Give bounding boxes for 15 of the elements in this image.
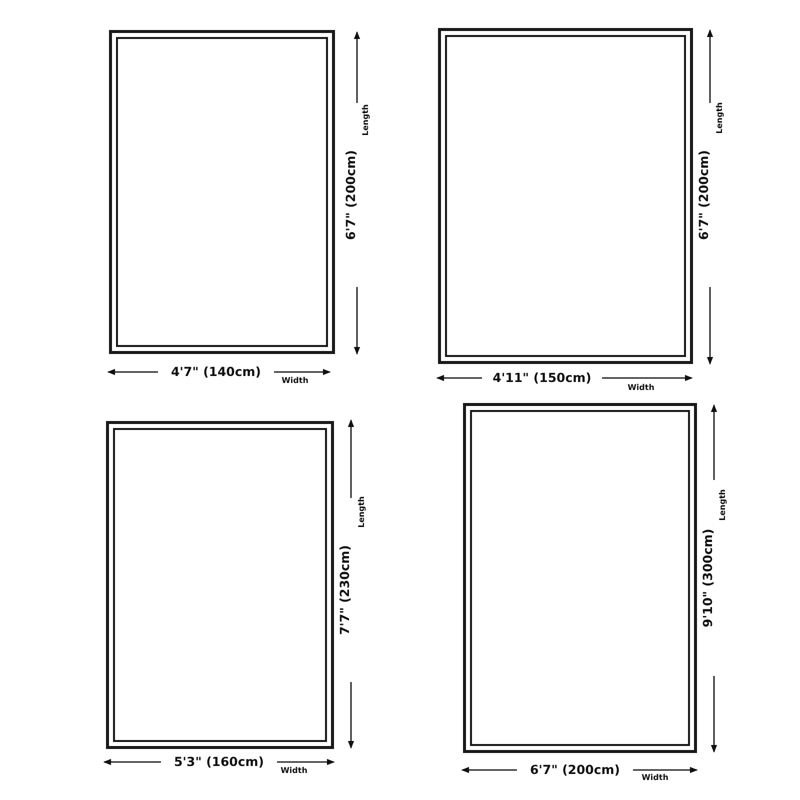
- dimension-text: 7'7" (230cm): [338, 544, 352, 636]
- rug-outline: [109, 30, 335, 354]
- dimension-label: Width: [280, 767, 308, 775]
- dimension-label: Width: [282, 377, 308, 385]
- dimension-label: Width: [642, 774, 668, 782]
- dimension-text: 6'7" (200cm): [698, 150, 710, 240]
- rug-outline: [106, 421, 334, 749]
- rug-outline: [438, 28, 693, 364]
- dimension-text: 4'11" (150cm): [492, 372, 592, 384]
- dimension-text: 4'7" (140cm): [170, 366, 262, 378]
- dimension-text: 6'7" (200cm): [530, 764, 620, 776]
- dimension-text: 6'7" (200cm): [344, 150, 358, 240]
- dimension-label: Width: [628, 384, 654, 392]
- dimension-text: 5'3" (160cm): [174, 756, 264, 768]
- rug-outline: [463, 403, 697, 753]
